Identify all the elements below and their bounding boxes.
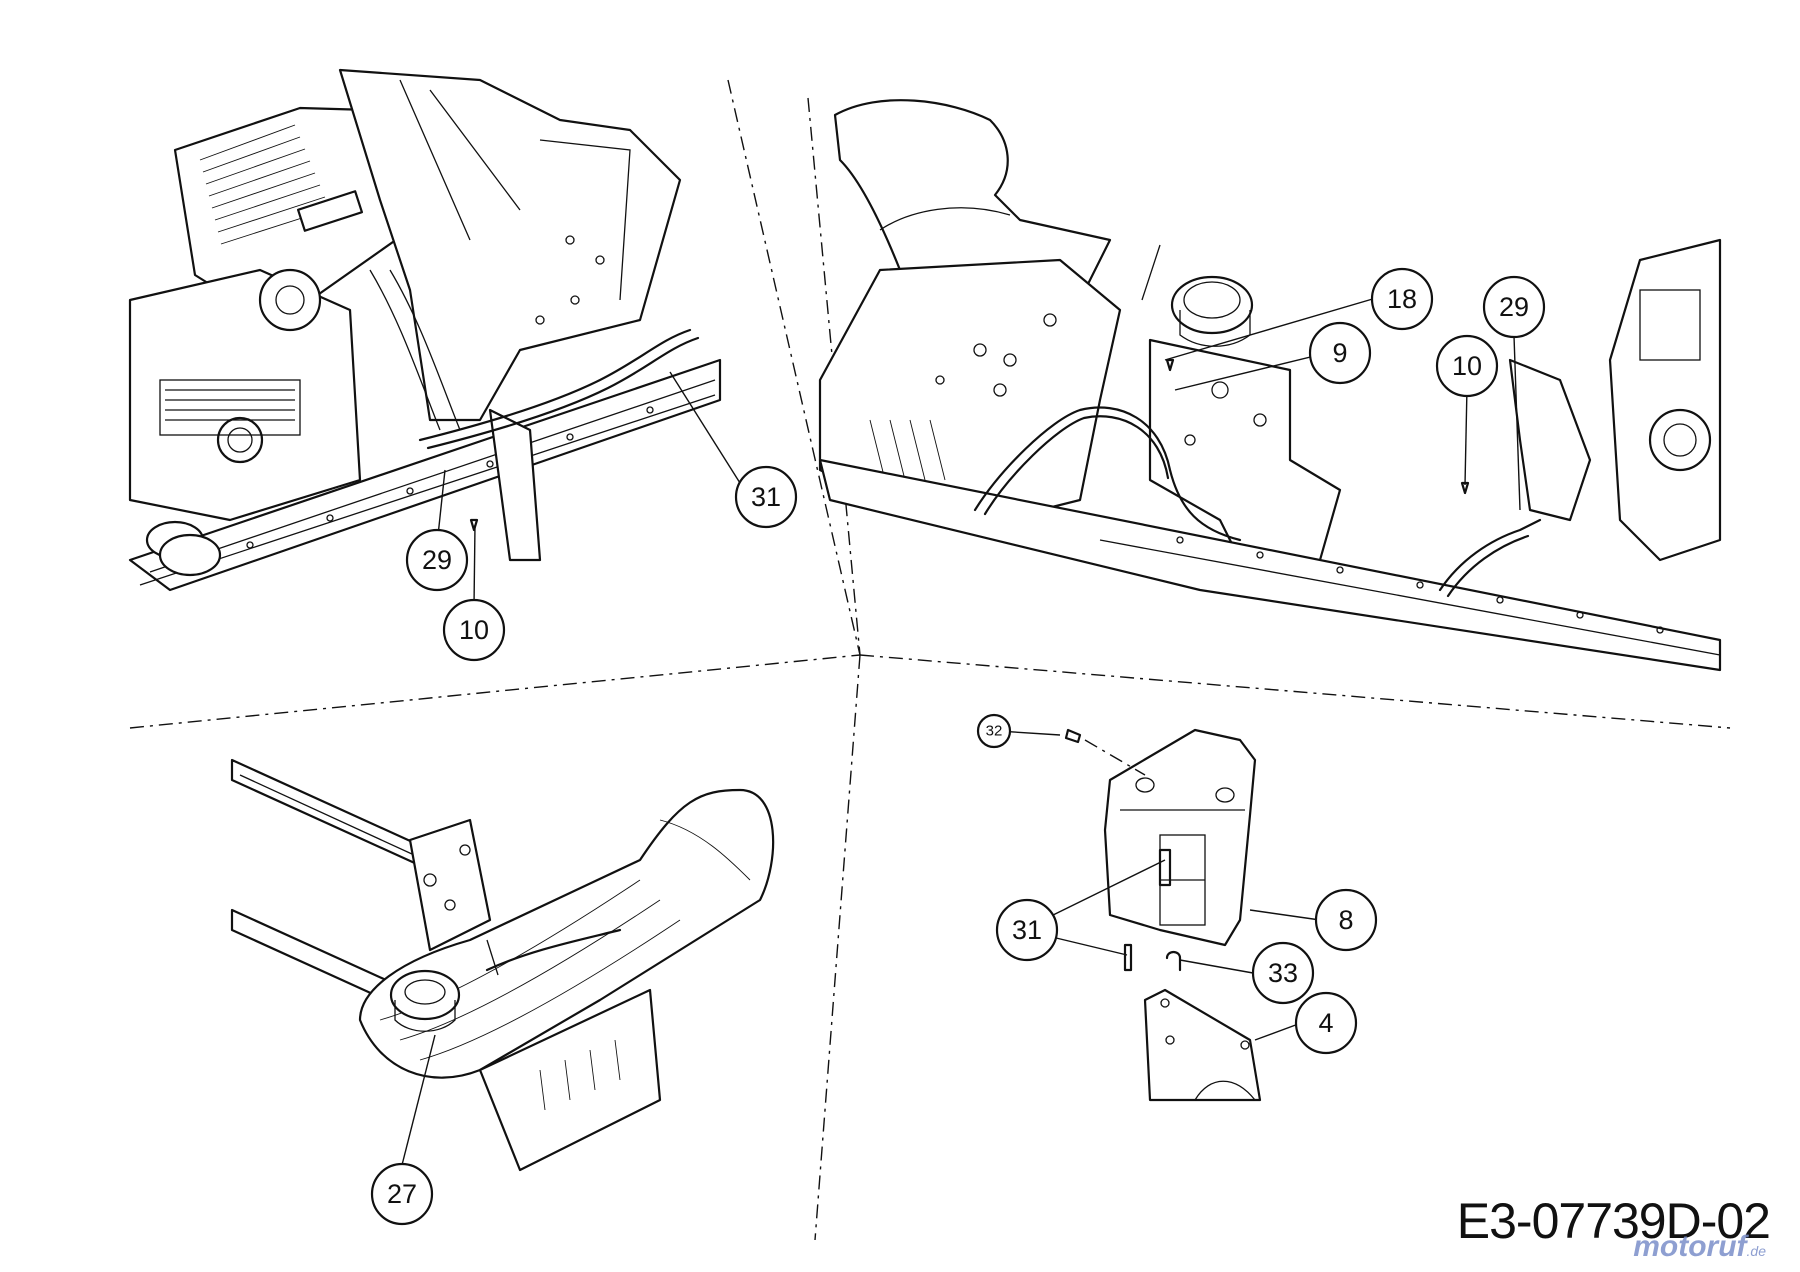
callout-label: 9	[1332, 338, 1347, 368]
watermark-suffix: .de	[1746, 1243, 1766, 1259]
tank-underside-view	[230, 758, 775, 1172]
watermark-logo: motoruf.de	[1633, 1230, 1766, 1264]
callout-label: 4	[1318, 1008, 1333, 1038]
callout-label: 29	[422, 545, 452, 575]
callout-label: 8	[1338, 905, 1353, 935]
callout-31-top-left: 31	[734, 465, 798, 529]
callouts: 31 29 10 18 9 29 10 27	[370, 267, 1546, 1226]
callout-label: 32	[986, 723, 1003, 740]
view-separators	[129, 79, 1731, 1241]
callout-27-bottom-left: 27	[370, 1162, 434, 1226]
callout-label: 10	[459, 615, 489, 645]
callout-label: 27	[387, 1179, 417, 1209]
callout-label: 33	[1268, 958, 1298, 988]
drawing-code: E3-07739D-02	[1456, 1193, 1771, 1249]
callout-8-bottom-right: 8	[1314, 888, 1378, 952]
callout-31-bottom-right: 31	[995, 898, 1059, 962]
callout-10-top-left: 10	[442, 598, 506, 662]
callout-label: 29	[1499, 292, 1529, 322]
callout-18-top-right: 18	[1370, 267, 1434, 331]
callout-33-bottom-right: 33	[1251, 941, 1315, 1005]
callout-label: 10	[1452, 351, 1482, 381]
watermark-brand: motoruf	[1633, 1230, 1747, 1263]
callout-label: 31	[1012, 915, 1042, 945]
leader-lines	[401, 297, 1521, 1166]
callout-label: 31	[751, 482, 781, 512]
callout-9-top-right: 9	[1308, 321, 1372, 385]
callout-29-top-right: 29	[1482, 275, 1546, 339]
callout-32-bottom-right: 32	[976, 713, 1012, 749]
fuel-tank-view	[818, 99, 1722, 672]
callout-4-bottom-right: 4	[1294, 991, 1358, 1055]
engine-view	[128, 68, 722, 592]
callout-10-top-right: 10	[1435, 334, 1499, 398]
callout-29-top-left: 29	[405, 528, 469, 592]
exploded-cover-view	[1064, 728, 1262, 1102]
callout-label: 18	[1387, 284, 1417, 314]
